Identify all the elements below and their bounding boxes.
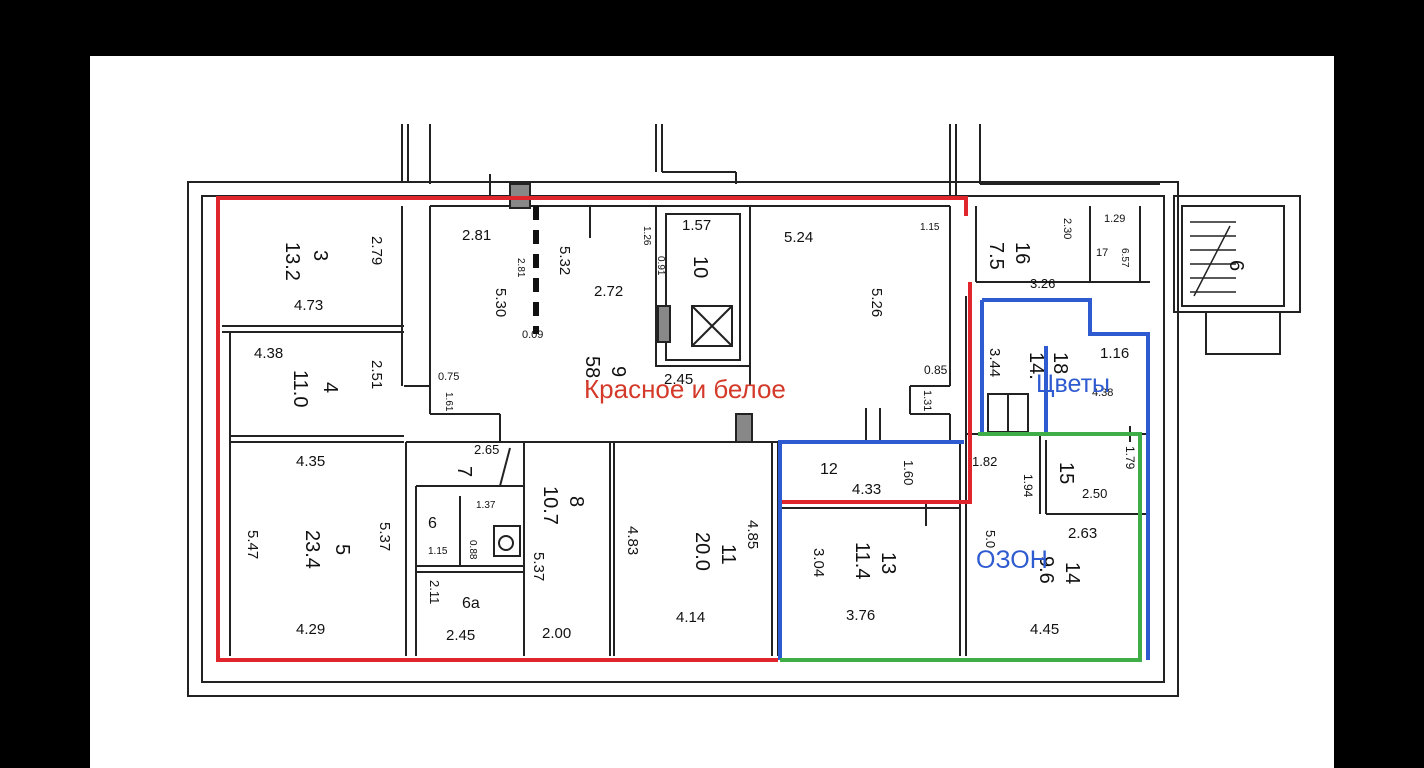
r9-dim-f: 0.09 [522, 329, 543, 341]
interior-walls [222, 183, 1150, 656]
r4-dim-w: 4.38 [254, 345, 283, 362]
r9-dim-d: 2.72 [594, 283, 623, 300]
r16-dim: 3.26 [1030, 276, 1055, 291]
room-6-number: 6 [428, 515, 437, 532]
room-17-number: 17 [1096, 247, 1108, 259]
room-13-area: 11.4 [851, 542, 873, 579]
r17-dim-b: 6.57 [1119, 248, 1130, 268]
room-11-area: 20.0 [691, 532, 713, 571]
r3-dim-w: 4.73 [294, 297, 323, 314]
r11-dim-bottom: 4.14 [676, 609, 705, 626]
room-18-number: 18 [1049, 352, 1071, 374]
r14-dim-left: 5.0 [983, 530, 998, 548]
r15-dim-w: 2.50 [1082, 486, 1107, 501]
r5-dim-top: 4.35 [296, 453, 325, 470]
floor-plan: 3 13.2 4 11.0 5 23.4 7 8 10.7 9 58. 10 1… [187, 124, 1301, 697]
main-dim-c: 0.85 [924, 363, 948, 377]
r17-dim-a: 1.29 [1104, 213, 1125, 225]
room-15-number: 15 [1055, 462, 1077, 484]
room-4-area: 11.0 [289, 370, 311, 407]
r8-dim-h: 5.37 [530, 552, 547, 581]
r18-dim-a: 3.44 [986, 348, 1003, 377]
r13-dim-h: 3.04 [810, 548, 827, 577]
main-dim-e: 1.15 [920, 222, 940, 233]
room-4-number: 4 [319, 382, 341, 393]
room-10-number: 10 [689, 256, 711, 278]
room-14-number: 14 [1061, 562, 1083, 584]
r6a-dim-w: 2.45 [446, 627, 475, 644]
r9-dim-k: 2.45 [664, 371, 693, 388]
r15-dim-left: 1.82 [972, 454, 997, 469]
room-5-number: 5 [331, 544, 353, 555]
r14-dim-top: 2.63 [1068, 525, 1097, 542]
main-dim-d: 1.31 [921, 390, 933, 411]
red-zone-label: Красное и белое [584, 374, 786, 404]
r6-dim: 1.37 [476, 500, 496, 511]
blue-zone-label: Цветы [1036, 370, 1110, 398]
room-12-number: 12 [820, 461, 838, 478]
r12-dim-w: 4.33 [852, 481, 881, 498]
r12-dim-h: 1.60 [901, 460, 916, 485]
blue-zone-outline-13 [778, 440, 964, 660]
r5-dim-bottom: 4.29 [296, 621, 325, 638]
r13-dim-w: 3.76 [846, 607, 875, 624]
r14-dim-bottom: 4.45 [1030, 621, 1059, 638]
r9-dim-i: 0.75 [438, 371, 459, 383]
room-8-area: 10.7 [539, 486, 561, 525]
r10-dim: 1.57 [682, 217, 711, 234]
r9-dim-h: 0.91 [655, 256, 666, 276]
r9-dim-b: 5.32 [556, 246, 573, 275]
room-3-number: 3 [309, 250, 331, 261]
r9-dim-e: 2.81 [515, 258, 526, 278]
red-zone-outline [216, 196, 968, 662]
door-marks [489, 174, 1131, 526]
stair-number: 6 [1225, 260, 1247, 271]
r11-dim-left: 4.83 [624, 526, 641, 555]
r16-dim-2: 2.30 [1061, 218, 1073, 239]
r9-dim-c: 5.30 [492, 288, 509, 317]
room-9-area: 58. [581, 356, 603, 384]
floor-plan-sheet: 3 13.2 4 11.0 5 23.4 7 8 10.7 9 58. 10 1… [90, 56, 1334, 768]
room-6a-number: 6а [462, 595, 480, 612]
room-labels: 3 13.2 4 11.0 5 23.4 7 8 10.7 9 58. 10 1… [281, 242, 1247, 612]
r11-dim-right: 4.85 [744, 520, 761, 549]
r15-dim-h: 1.79 [1123, 446, 1137, 470]
dimension-labels: 4.73 2.79 4.38 2.51 4.35 4.29 5.47 5.37 … [244, 213, 1137, 644]
r9-dim-g: 1.26 [641, 226, 652, 246]
green-zone-outline [780, 432, 1142, 662]
r18-dim-c: 4.38 [1092, 387, 1113, 399]
r18-dim-b: 1.16 [1100, 345, 1129, 362]
red-zone-outline-right [780, 282, 972, 504]
r6-dim2: 0.88 [467, 540, 478, 560]
r7-dim: 2.65 [474, 442, 499, 457]
room-18-area: 14. [1025, 352, 1047, 380]
room-14-area: 9.6 [1035, 556, 1057, 584]
r9-dim-a: 2.81 [462, 227, 491, 244]
room-13-number: 13 [877, 552, 899, 574]
staircase [1190, 221, 1236, 297]
room-3-area: 13.2 [281, 242, 303, 281]
room-5-area: 23.4 [301, 530, 323, 569]
main-dim-b: 5.26 [868, 288, 885, 317]
r3-dim-h: 2.79 [368, 236, 385, 265]
room-8-number: 8 [565, 496, 587, 507]
blue-zone-outline [982, 298, 1150, 660]
r5-dim-left: 5.47 [244, 530, 261, 559]
r8-dim-w: 2.00 [542, 625, 571, 642]
r15-dim-2: 1.94 [1021, 474, 1035, 498]
room-9-number: 9 [607, 366, 629, 377]
green-zone-label: ОЗОН [976, 546, 1048, 574]
room-11-number: 11 [717, 544, 739, 565]
outer-walls [187, 124, 1301, 697]
room-16-area: 7.5 [985, 242, 1007, 270]
r4-dim-h: 2.51 [368, 360, 385, 389]
r9-dim-j: 1.61 [443, 392, 454, 412]
main-dim-a: 5.24 [784, 229, 813, 246]
r5-dim-right: 5.37 [376, 522, 393, 551]
room-7-number: 7 [453, 466, 475, 477]
r6-dim3: 1.15 [428, 546, 448, 557]
r6a-dim-h: 2.11 [427, 580, 442, 604]
room-16-number: 16 [1011, 242, 1033, 264]
